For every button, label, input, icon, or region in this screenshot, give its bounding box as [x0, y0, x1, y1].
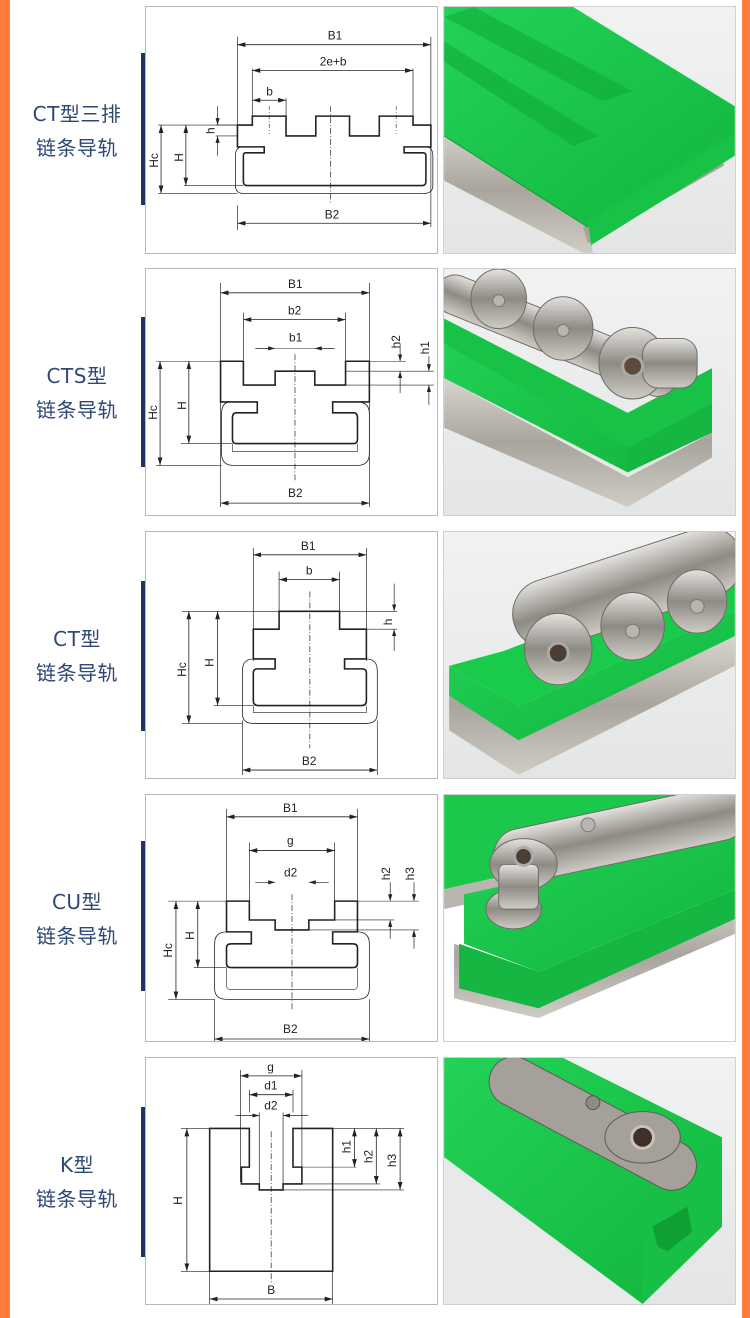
product-row-cu: CU型 链条导轨: [10, 794, 742, 1044]
cts-rail-diagram-icon: B1 b2 b1 h2 h1 H Hc B2: [145, 268, 438, 516]
product-row-ct-triple: CT型三排 链条导轨: [10, 6, 742, 256]
dim-label-hc: Hc: [175, 662, 189, 677]
cu-rail-photo-icon: [443, 794, 736, 1042]
dim-label-g: g: [287, 834, 294, 848]
product-model: K型: [59, 1153, 95, 1177]
dim-label-hc: Hc: [146, 405, 160, 420]
product-title: CU型 链条导轨: [10, 794, 144, 1044]
product-title: CT型三排 链条导轨: [10, 6, 144, 256]
dim-label-h2: h2: [379, 867, 393, 881]
dim-label-b1: B1: [301, 539, 316, 553]
dim-label-b2: B2: [283, 1022, 298, 1036]
dim-label-d2: d2: [284, 865, 298, 879]
product-type: 链条导轨: [36, 661, 118, 685]
product-model: CU型: [51, 890, 103, 914]
dim-label-b2: B2: [325, 207, 340, 221]
accent-bar: [141, 581, 145, 731]
dim-label-b: b: [306, 564, 313, 578]
dim-label-H: H: [203, 658, 217, 667]
dim-label-H: H: [183, 931, 197, 940]
ct-rail-diagram-icon: B1 b h H Hc B2: [145, 531, 438, 779]
dim-label-b1: B1: [328, 29, 343, 43]
dim-label-b2-top: b2: [288, 304, 302, 318]
dim-label-h1: h1: [418, 341, 432, 355]
left-orange-border: [0, 0, 10, 1318]
ct-triple-rail-photo-icon: [443, 6, 736, 254]
accent-bar: [141, 841, 145, 991]
dim-label-b1: B1: [288, 277, 303, 291]
product-type: 链条导轨: [36, 1187, 118, 1211]
dim-label-hc: Hc: [147, 153, 161, 168]
cu-rail-diagram-icon: B1 g d2 h2 h3 H Hc B2: [145, 794, 438, 1042]
product-type: 链条导轨: [36, 398, 118, 422]
dim-label-h1: h1: [340, 1140, 354, 1154]
dim-label-h3: h3: [403, 867, 417, 881]
product-row-ct: CT型 链条导轨: [10, 531, 742, 781]
accent-bar: [141, 1107, 145, 1257]
ct-triple-rail-diagram-icon: B1 2e+b b h H Hc B2: [145, 6, 438, 254]
dim-label-H: H: [171, 1196, 185, 1205]
dim-label-hc: Hc: [161, 943, 175, 958]
dim-label-h2: h2: [361, 1150, 375, 1164]
product-model: CT型: [53, 627, 101, 651]
ct-rail-photo-icon: [443, 531, 736, 779]
product-type: 链条导轨: [36, 924, 118, 948]
product-title: CT型 链条导轨: [10, 531, 144, 781]
product-model: CTS型: [46, 364, 108, 388]
cts-rail-photo-icon: [443, 268, 736, 516]
dim-label-g: g: [267, 1060, 274, 1074]
dim-label-b1-inner: b1: [289, 330, 303, 344]
dim-label-d1: d1: [264, 1079, 278, 1093]
product-type: 链条导轨: [36, 136, 118, 160]
dim-label-h: h: [381, 619, 395, 626]
dim-label-d2: d2: [264, 1099, 278, 1113]
accent-bar: [141, 317, 145, 467]
dim-label-b2: B2: [302, 754, 317, 768]
product-title: CTS型 链条导轨: [10, 268, 144, 518]
accent-bar: [141, 53, 145, 205]
dim-label-b1: B1: [283, 801, 298, 815]
product-row-k: K型 链条导轨: [10, 1057, 742, 1307]
right-orange-border: [742, 0, 750, 1318]
dim-label-h3: h3: [385, 1153, 399, 1167]
dim-label-2e-b: 2e+b: [320, 55, 347, 69]
product-title: K型 链条导轨: [10, 1057, 144, 1307]
dim-label-H: H: [172, 153, 186, 162]
dim-label-H: H: [175, 401, 189, 410]
dim-label-h2: h2: [389, 335, 403, 349]
k-rail-diagram-icon: g d1 d2 h1 h2 h3 H B: [145, 1057, 438, 1305]
dim-label-b: B: [267, 1283, 275, 1297]
product-model: CT型三排: [32, 102, 122, 126]
dim-label-b2: B2: [288, 486, 303, 500]
product-row-cts: CTS型 链条导轨: [10, 268, 742, 518]
k-rail-photo-icon: [443, 1057, 736, 1305]
dim-label-b: b: [266, 84, 273, 98]
dim-label-h: h: [204, 127, 218, 134]
